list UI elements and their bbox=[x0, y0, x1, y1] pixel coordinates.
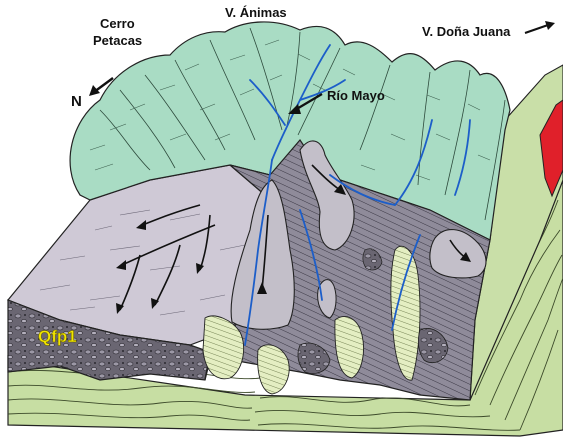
label-north: N bbox=[71, 93, 82, 110]
dona-juana-arrow bbox=[525, 21, 555, 33]
label-v-animas: V. Ánimas bbox=[225, 5, 287, 20]
label-qfp1: Qfp1 bbox=[38, 327, 77, 346]
label-rio-mayo: Río Mayo bbox=[327, 88, 385, 103]
label-petacas: Petacas bbox=[93, 33, 142, 48]
label-cerro: Cerro bbox=[100, 16, 135, 31]
label-v-dona-juana: V. Doña Juana bbox=[422, 24, 511, 39]
